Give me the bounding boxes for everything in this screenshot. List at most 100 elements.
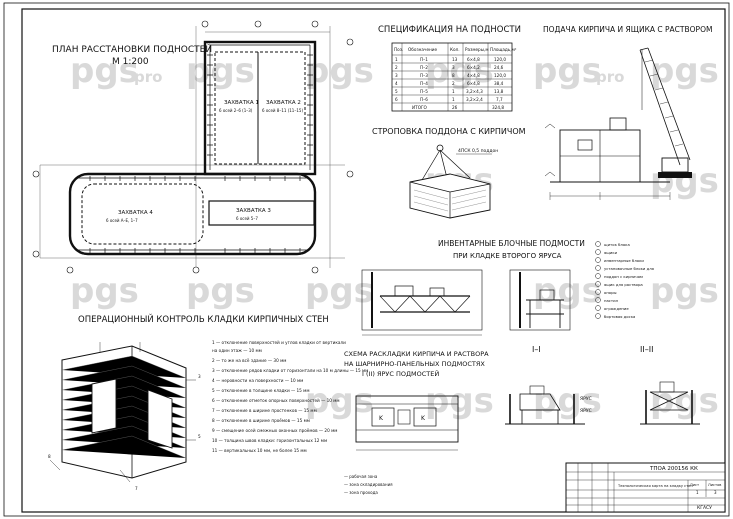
stamp-sheets-num: 3	[714, 490, 717, 495]
title-block: ТПОА 200156 КК Технологическая карта на …	[565, 462, 726, 513]
inventory-legend: щиток блока ящики инвентарные блоки уста…	[604, 242, 654, 319]
table-row: 2 П–2 3 6×4,2 24,6	[395, 65, 504, 70]
control-list: 1 — отклонение поверхностей и углов клад…	[212, 340, 368, 453]
svg-text:7: 7	[135, 486, 138, 491]
legend-item: поддон с кирпичом	[604, 274, 643, 279]
watermark-text: pgs	[186, 51, 255, 91]
table-total-row: ИТОГО 26 324,8	[412, 105, 504, 110]
spec-header-cell: Поз.	[394, 47, 403, 52]
table-row: 5 П–5 1 3,2×4,3 13,8	[395, 89, 504, 94]
spec-cell: 4	[395, 81, 398, 86]
spec-cell: 4×4,8	[467, 73, 480, 78]
supply-diagram: ПОДАЧА КИРПИЧА И ЯЩИКА С РАСТВОРОМ	[543, 25, 712, 200]
watermark-text: pgs	[70, 271, 139, 311]
supply-title: ПОДАЧА КИРПИЧА И ЯЩИКА С РАСТВОРОМ	[543, 25, 712, 34]
zone-3-name: ЗАХВАТКА 3	[236, 208, 271, 214]
section-ii: II–II	[640, 345, 700, 425]
legend-item: настил	[604, 298, 619, 303]
stamp-description: Технологическая карта на кладку стен	[617, 484, 693, 488]
spec-total-area: 324,8	[492, 105, 504, 110]
watermark-text: pgs	[650, 161, 719, 201]
watermark-text: pgs	[425, 381, 494, 421]
section-i-level: ЯРУС	[580, 408, 592, 414]
legend-item: ящик для раствора	[604, 282, 643, 287]
svg-text:5: 5	[198, 434, 201, 439]
sheet-outer-frame	[3, 2, 730, 517]
control-item: 10 — толщина швов кладки: горизонтальных…	[212, 438, 327, 443]
stamp-sheet-label: Лист	[690, 483, 699, 487]
inventory-title: ИНВЕНТАРНЫЕ БЛОЧНЫЕ ПОДМОСТИ	[438, 239, 585, 248]
scheme-title-1: СХЕМА РАСКЛАДКИ КИРПИЧА И РАСТВОРА	[344, 350, 489, 358]
spec-total-qty: 26	[452, 105, 458, 110]
spec-cell: 6×4,2	[467, 65, 480, 70]
spec-cell: 3	[395, 73, 398, 78]
table-row: 3 П–3 8 4×4,8 120,0	[395, 73, 506, 78]
table-row: 4 П–4 2 6×4,8 38,4	[395, 81, 504, 86]
spec-cell: 3,2×2,4	[466, 97, 483, 102]
watermark-text: pgs	[533, 271, 602, 311]
scaffold-units	[75, 44, 313, 253]
svg-text:K: K	[421, 415, 426, 422]
spec-cell: 2	[395, 65, 398, 70]
table-row: 1 П–1 13 6×4,8 120,0	[395, 57, 506, 62]
spec-cell: П–3	[420, 73, 428, 78]
spec-grid	[392, 43, 512, 111]
spec-header-cell: Площадь,м²	[490, 47, 517, 52]
spec-cell: 8	[452, 73, 455, 78]
legend-item: установочные блоки для	[604, 266, 654, 271]
legend-item: опоры	[604, 290, 617, 295]
spec-cell: П–4	[420, 81, 428, 86]
control-title: ОПЕРАЦИОННЫЙ КОНТРОЛЬ КЛАДКИ КИРПИЧНЫХ С…	[78, 313, 329, 325]
spec-cell: П–1	[420, 57, 428, 62]
spec-title: СПЕЦИФИКАЦИЯ НА ПОДНОСТИ	[378, 25, 521, 35]
svg-text:3: 3	[198, 374, 201, 379]
spec-header-row: Поз. Обозначение Кол. Размеры,м Площадь,…	[394, 47, 517, 52]
inventory-subtitle: ПРИ КЛАДКЕ ВТОРОГО ЯРУСА	[453, 252, 562, 260]
operational-control: ОПЕРАЦИОННЫЙ КОНТРОЛЬ КЛАДКИ КИРПИЧНЫХ С…	[48, 313, 368, 491]
spec-cell: 3,2×4,3	[466, 89, 483, 94]
scheme-legend-item: — рабочая зона	[344, 474, 378, 479]
axis-markers	[32, 20, 354, 274]
control-item: 7 — отклонение в ширине простенков — 15 …	[212, 408, 317, 413]
watermark-text: pgs	[533, 51, 602, 91]
control-item: 1 — отклонение поверхностей и углов клад…	[212, 340, 346, 345]
spec-cell: 13,8	[494, 89, 504, 94]
stamp-sheet-num: 1	[696, 490, 699, 495]
plan-scale: М 1:200	[112, 57, 149, 67]
scheme-legend-item: — зона складирования	[344, 482, 393, 487]
spec-cell: 7,7	[496, 97, 503, 102]
section-i-level: ЯРУС	[580, 396, 592, 402]
spec-cell: 120,0	[494, 73, 506, 78]
plan-title: ПЛАН РАССТАНОВКИ ПОДНОСТЕЙ	[52, 43, 212, 55]
stamp-sheets-label: Листов	[708, 483, 721, 487]
section-ii-label: II–II	[640, 345, 653, 354]
stamp-code: ТПОА 200156 КК	[649, 466, 698, 472]
watermark-text: pgs	[650, 271, 719, 311]
spec-cell: 38,4	[494, 81, 504, 86]
zone-2-note: 6 осей 8–11 (11–15)	[262, 108, 303, 113]
watermark-sub: pro	[134, 68, 162, 86]
plan-grid-axes	[39, 26, 345, 268]
spec-cell: 1	[452, 97, 455, 102]
spec-cell: 120,0	[494, 57, 506, 62]
scheme-legend-item: — зона прохода	[344, 490, 378, 495]
spec-cell: 5	[395, 89, 398, 94]
zone-1-note: 6 осей 2–6 (1–3)	[219, 108, 253, 113]
spec-cell: 6×4,8	[467, 81, 480, 86]
watermark-text: pgs	[70, 51, 139, 91]
spec-cell: 24,6	[494, 65, 504, 70]
spec-cell: П–5	[420, 89, 428, 94]
control-item: 3 — отклонение рядов кладки от горизонта…	[212, 368, 368, 373]
scheme-legend: — рабочая зона — зона складирования — зо…	[344, 474, 393, 495]
svg-text:8: 8	[48, 454, 51, 459]
section-i: I–I ЯРУС ЯРУС	[505, 345, 592, 425]
control-item: 11 — вертикальных 10 мм, не более 15 мм	[212, 448, 307, 453]
watermark-text: pgs	[650, 381, 719, 421]
stamp-org: КГАСУ	[697, 505, 712, 511]
sling-label: 4ПСК 0,5 поддон	[458, 148, 498, 154]
zone-2-name: ЗАХВАТКА 2	[266, 100, 301, 106]
spec-header-cell: Обозначение	[408, 47, 437, 52]
control-item: 6 — отклонение отметок опорных поверхнос…	[212, 398, 340, 403]
legend-item: бортовая доска	[604, 314, 635, 319]
scheme-title-2: НА ШАРНИРНО-ПАНЕЛЬНЫХ ПОДМОСТЯХ	[344, 360, 485, 368]
